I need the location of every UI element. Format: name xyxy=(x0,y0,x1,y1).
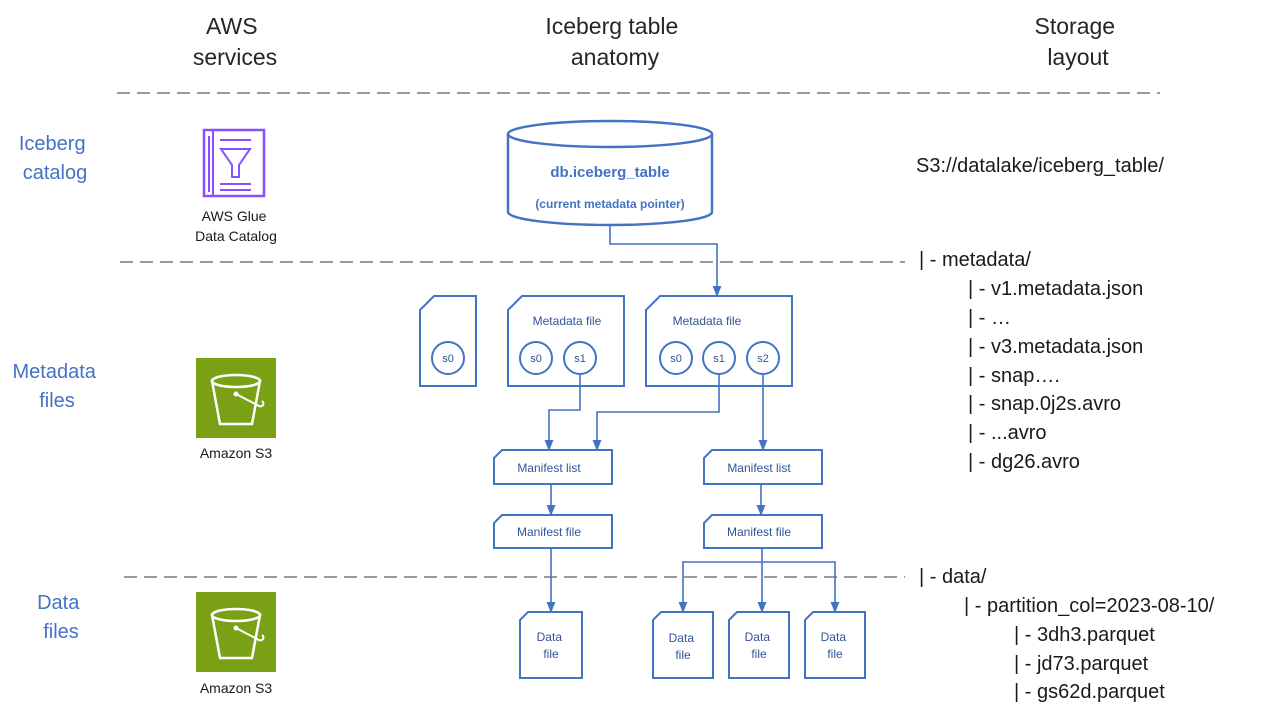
data-file-3 xyxy=(728,611,790,679)
arrow-manifest-2-to-data-1 xyxy=(678,561,762,614)
data-file-1-label: Data file xyxy=(537,630,566,661)
storage-root: S3://datalake/iceberg_table/ xyxy=(916,155,1164,177)
manifest-file-2 xyxy=(703,514,823,549)
catalog-database xyxy=(506,119,714,227)
row-label-metadata: Metadata files xyxy=(13,361,102,412)
s3-data-label: Amazon S3 xyxy=(200,680,273,696)
row-label-catalog: Iceberg catalog xyxy=(19,133,91,184)
manifest-file-2-label: Manifest file xyxy=(727,525,791,539)
manifest-list-2 xyxy=(703,449,823,485)
header-anatomy: Iceberg table anatomy xyxy=(545,13,684,70)
manifest-list-1-label: Manifest list xyxy=(517,461,581,475)
manifest-file-1 xyxy=(493,514,613,549)
metadata-file-1 xyxy=(507,295,625,387)
metadata-file-2-s0 xyxy=(659,341,693,375)
header-services: AWS services xyxy=(193,13,277,70)
manifest-file-1-label: Manifest file xyxy=(517,525,581,539)
data-file-2-label: Data file xyxy=(669,631,698,662)
storage-partition: | - partition_col=2023-08-10/ xyxy=(964,595,1215,617)
arrow-s1-to-manifest-list-1 xyxy=(544,374,581,452)
metadata-file-2-s2-label: s2 xyxy=(757,353,769,365)
storage-entry: | - jd73.parquet xyxy=(1014,653,1149,675)
arrow-catalog-to-metadata xyxy=(609,226,722,298)
catalog-table-name: db.iceberg_table xyxy=(550,164,669,181)
storage-entry: | - v1.metadata.json xyxy=(968,278,1143,300)
s3-bucket-icon xyxy=(196,592,276,672)
header-storage: Storage layout xyxy=(1035,13,1122,70)
metadata-file-1-s0 xyxy=(519,341,553,375)
storage-entry: | - 3dh3.parquet xyxy=(1014,624,1155,646)
storage-entry: | - snap…. xyxy=(968,365,1060,387)
metadata-file-1-s1-label: s1 xyxy=(574,353,586,365)
storage-metadata-dir: | - metadata/ xyxy=(919,249,1031,271)
s3-bucket-icon xyxy=(196,358,276,438)
data-file-3-label: Data file xyxy=(745,630,774,661)
storage-data-dir: | - data/ xyxy=(919,566,987,588)
snapshot-circle xyxy=(431,341,465,375)
metadata-file-2-s1-label: s1 xyxy=(713,353,725,365)
data-file-4 xyxy=(804,611,866,679)
s3-metadata-label: Amazon S3 xyxy=(200,445,273,461)
data-file-1 xyxy=(519,611,583,679)
glue-label: AWS Glue Data Catalog xyxy=(195,208,277,244)
row-label-data: Data files xyxy=(37,592,85,643)
storage-entry: | - v3.metadata.json xyxy=(968,336,1143,358)
data-file-4-label: Data file xyxy=(821,630,850,661)
arrow-manifest-2-to-data-3 xyxy=(762,561,840,614)
storage-entry: | - snap.0j2s.avro xyxy=(968,393,1121,415)
manifest-list-2-label: Manifest list xyxy=(727,461,791,475)
catalog-pointer-label: (current metadata pointer) xyxy=(535,197,684,211)
glue-catalog-icon xyxy=(202,128,266,198)
arrow-s1b-to-manifest-list-1 xyxy=(592,374,720,452)
snapshot-label: s0 xyxy=(442,353,454,365)
data-file-2 xyxy=(652,611,714,679)
metadata-file-1-title: Metadata file xyxy=(533,314,602,328)
storage-entry: | - … xyxy=(968,307,1011,329)
metadata-file-2-s0-label: s0 xyxy=(670,353,682,365)
metadata-file-2-title: Metadata file xyxy=(673,314,742,328)
storage-entry: | - ...avro xyxy=(968,422,1047,444)
storage-entry: | - dg26.avro xyxy=(968,451,1080,473)
storage-entry: | - gs62d.parquet xyxy=(1014,681,1165,703)
metadata-file-1-s0-label: s0 xyxy=(530,353,542,365)
